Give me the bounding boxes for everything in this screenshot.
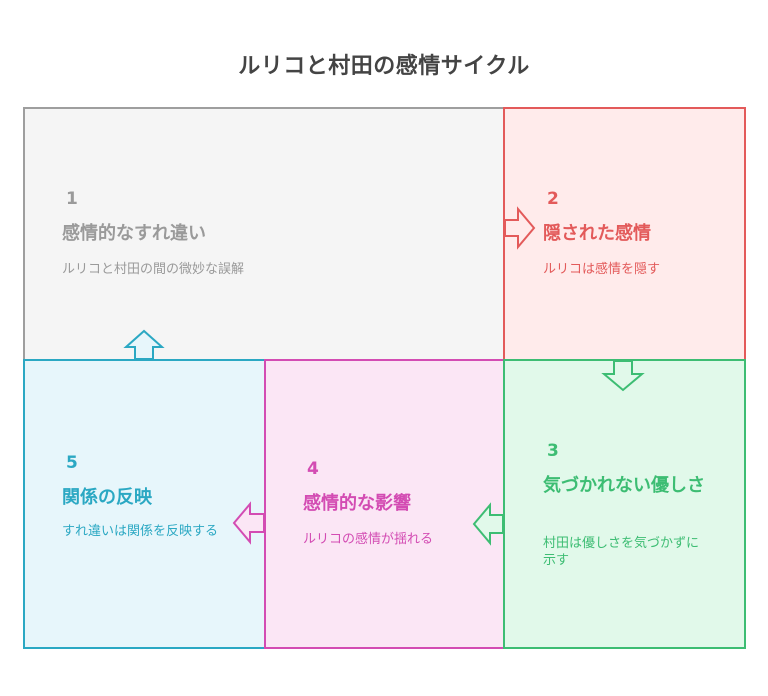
step-1-description: ルリコと村田の間の微妙な誤解	[62, 262, 245, 277]
arrow-step2-to-step3	[601, 360, 645, 392]
page-title: ルリコと村田の感情サイクル	[238, 54, 530, 79]
arrow-step5-to-step1	[123, 329, 165, 360]
step-2-description: ルリコは感情を隠す	[543, 262, 661, 277]
arrow-step1-to-step2	[504, 206, 536, 250]
step-4-box	[264, 359, 505, 649]
step-5-description: すれ違いは関係を反映する	[62, 524, 219, 539]
step-1-box	[23, 107, 505, 361]
step-2-number: 2	[547, 189, 559, 209]
step-4-number: 4	[307, 459, 319, 479]
step-4-description: ルリコの感情が揺れる	[303, 532, 434, 547]
step-3-heading: 気づかれない優しさ	[543, 475, 705, 496]
step-1-number: 1	[66, 189, 78, 209]
arrow-step4-to-step5	[232, 501, 265, 545]
step-1-heading: 感情的なすれ違い	[62, 223, 206, 244]
step-5-number: 5	[66, 453, 78, 473]
step-3-description: 村田は優しさを気づかずに示す	[543, 536, 700, 568]
step-3-number: 3	[547, 441, 559, 461]
step-4-heading: 感情的な影響	[303, 493, 411, 514]
step-2-heading: 隠された感情	[543, 223, 651, 244]
step-5-box	[23, 359, 266, 649]
arrow-step3-to-step4	[472, 502, 504, 546]
step-5-heading: 関係の反映	[62, 487, 152, 508]
step-3-box	[503, 359, 746, 649]
